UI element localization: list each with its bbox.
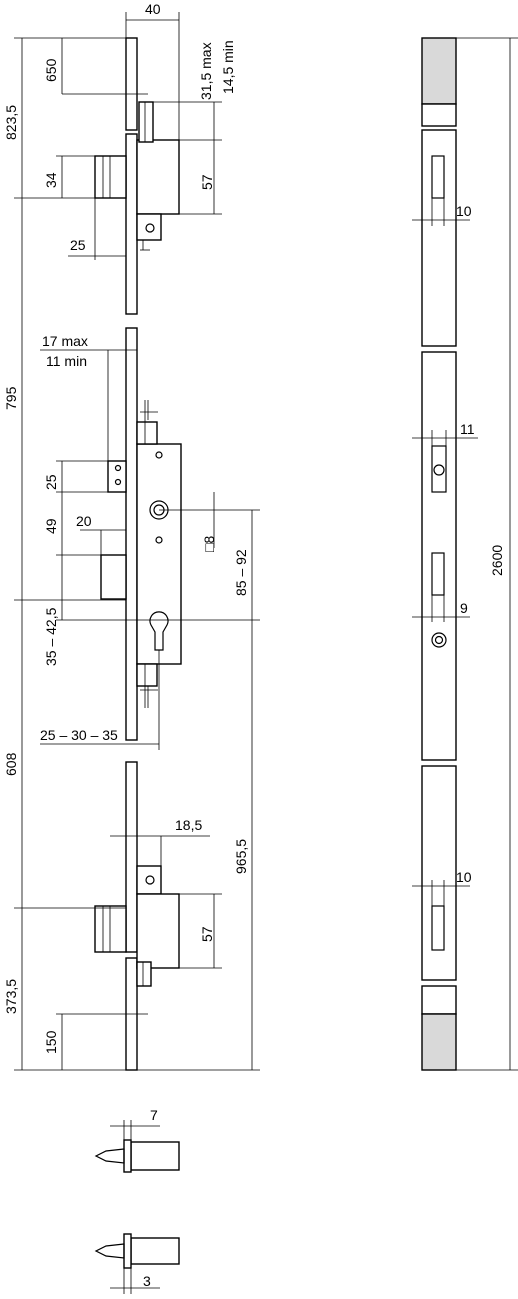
- pin-detail-1: [94, 1139, 180, 1173]
- dim-10-bot: 10: [456, 869, 472, 885]
- dim-373-5: 373,5: [3, 979, 19, 1014]
- dim-795: 795: [3, 386, 19, 410]
- dim-10-top: 10: [456, 203, 472, 219]
- dim-25-30-35: 25 – 30 – 35: [40, 727, 118, 743]
- dim-150: 150: [43, 1030, 59, 1054]
- dim-18-5: 18,5: [175, 817, 202, 833]
- dim-3: 3: [143, 1273, 151, 1289]
- main-bar-left-view: [125, 37, 138, 1071]
- dim-49: 49: [43, 518, 59, 534]
- middle-lock-case: [100, 400, 182, 708]
- dim-17-max: 17 max: [42, 333, 88, 349]
- bottom-lock-case: [94, 865, 180, 987]
- dim-650: 650: [43, 58, 59, 82]
- dim-11-right: 11: [460, 421, 475, 437]
- dim-85-92: 85 – 92: [233, 549, 249, 596]
- dimension-labels: 40 650 823,5 31,5 max 14,5 min 34 57 25 …: [3, 1, 505, 1289]
- dim-9: 9: [460, 600, 468, 616]
- dim-40: 40: [145, 1, 161, 17]
- left-dimension-lines: [14, 12, 260, 1294]
- dim-7: 7: [150, 1107, 158, 1123]
- top-lock-case: [94, 101, 180, 251]
- dim-823-5: 823,5: [3, 105, 19, 140]
- pin-detail-2: [94, 1233, 180, 1269]
- dim-square-8: □8: [201, 536, 217, 552]
- dim-31-5-max: 31,5 max: [198, 42, 214, 100]
- dim-20: 20: [76, 513, 92, 529]
- main-bar-front-view: [421, 37, 457, 1071]
- dim-35-42-5: 35 – 42,5: [43, 607, 59, 666]
- dim-965-5: 965,5: [233, 839, 249, 874]
- dim-25-top: 25: [70, 237, 86, 253]
- dim-14-5-min: 14,5 min: [220, 40, 236, 94]
- dim-25-mid: 25: [43, 474, 59, 490]
- dim-2600: 2600: [489, 545, 505, 576]
- dim-11-min: 11 min: [46, 353, 87, 369]
- dim-34: 34: [43, 172, 59, 188]
- dim-57-top: 57: [199, 174, 215, 190]
- dim-608: 608: [3, 752, 19, 776]
- dim-57-bot: 57: [199, 926, 215, 942]
- right-dimension-lines: [412, 37, 518, 1071]
